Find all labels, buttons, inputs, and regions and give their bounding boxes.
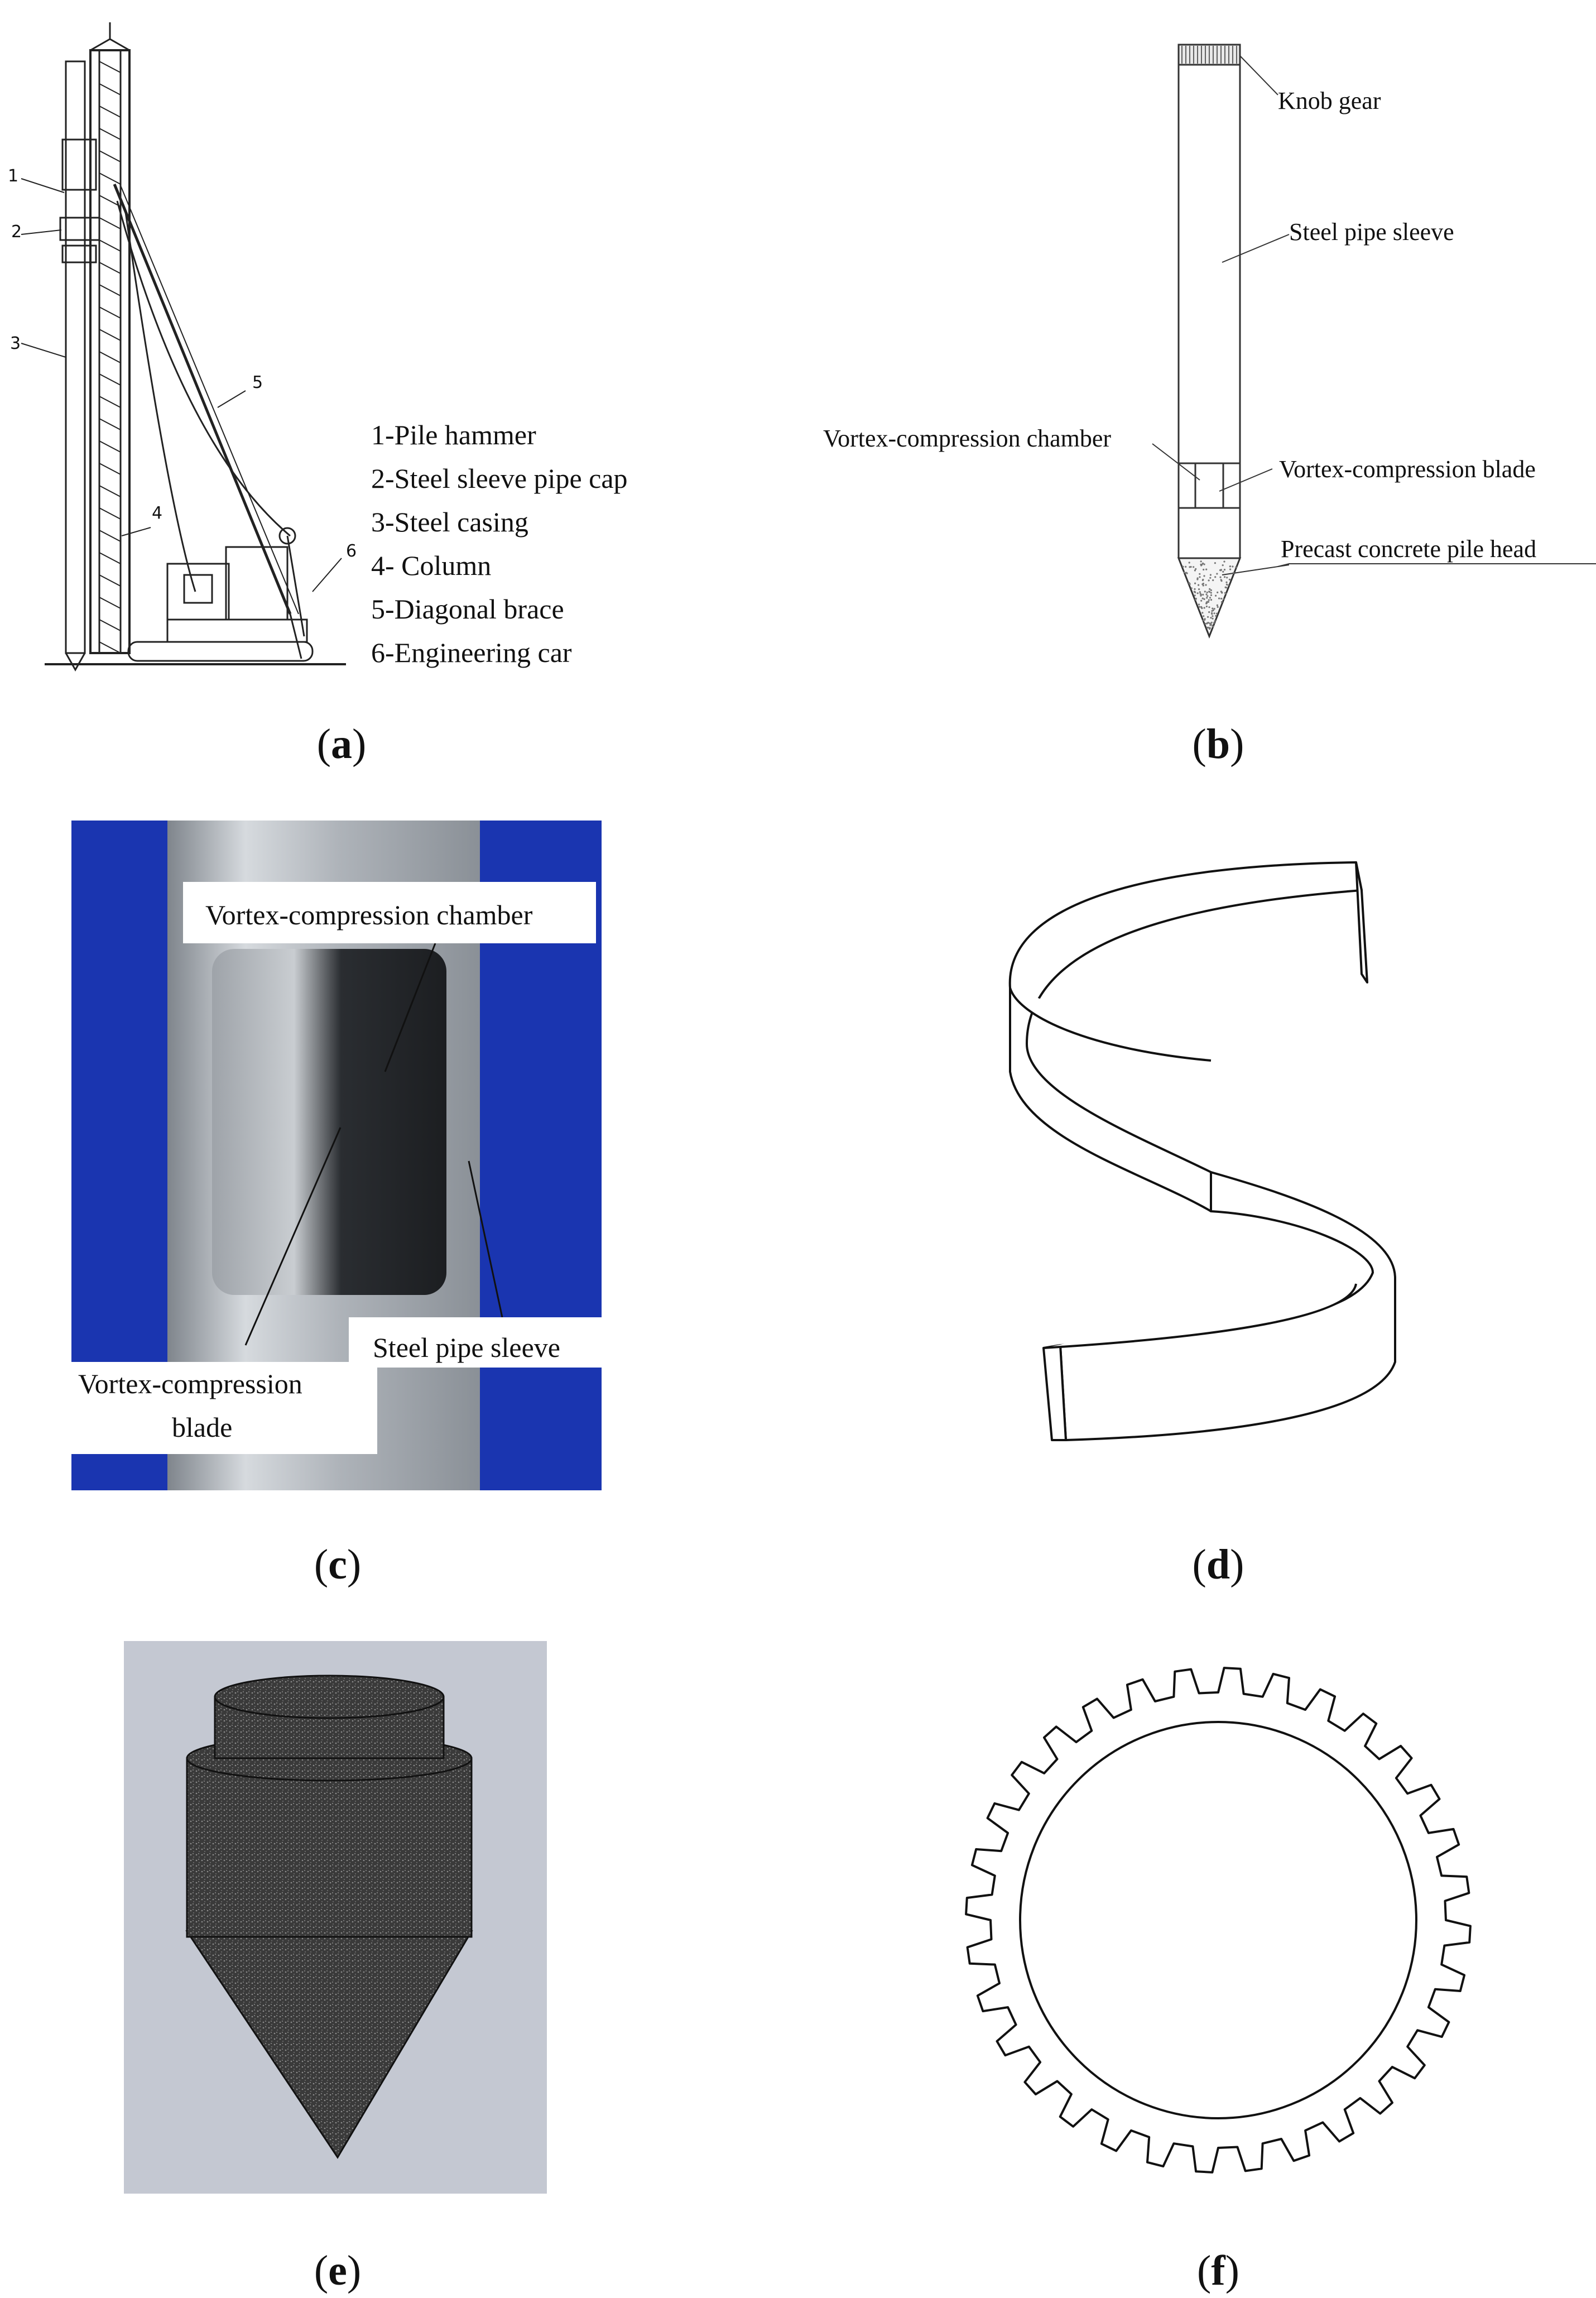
caption-e: (e) xyxy=(314,2247,362,2294)
callout-4: 4 xyxy=(152,503,163,523)
panel-e-pile-head: (e) xyxy=(0,1596,798,2298)
label-box-chamber xyxy=(183,882,596,943)
label-vortex-chamber: Vortex-compression chamber xyxy=(823,425,1112,452)
callout-5: 5 xyxy=(252,373,263,392)
callout-3: 3 xyxy=(10,334,21,353)
label-pile-head: Precast concrete pile head xyxy=(1281,535,1537,563)
caption-c: (c) xyxy=(314,1541,362,1588)
panel-a-legend: 1-Pile hammer 2-Steel sleeve pipe cap 3-… xyxy=(371,419,628,680)
pile-schematic-drawing xyxy=(1152,44,1596,639)
legend-item: 2-Steel sleeve pipe cap xyxy=(371,463,628,494)
callout-2: 2 xyxy=(11,222,22,242)
panel-c-photo: Vortex-compression chamber Steel pipe sl… xyxy=(0,781,798,1596)
callout-6: 6 xyxy=(346,541,357,561)
label-vortex-blade-line1: Vortex-compression xyxy=(78,1368,302,1399)
caption-a: (a) xyxy=(316,721,367,767)
pile-driver-drawing xyxy=(21,22,346,672)
label-vortex-chamber: Vortex-compression chamber xyxy=(205,899,533,930)
label-knob-gear: Knob gear xyxy=(1278,87,1381,114)
callout-1: 1 xyxy=(8,166,19,186)
label-steel-pipe-sleeve: Steel pipe sleeve xyxy=(373,1332,560,1363)
panel-d-blade: (d) xyxy=(798,781,1596,1596)
label-box-sleeve xyxy=(349,1317,602,1368)
label-vortex-blade-line2: blade xyxy=(172,1412,233,1443)
s-blade-drawing xyxy=(1008,861,1396,1441)
caption-d: (d) xyxy=(1192,1541,1244,1588)
legend-item: 3-Steel casing xyxy=(371,506,528,538)
legend-item: 5-Diagonal brace xyxy=(371,593,564,625)
gear-drawing xyxy=(965,1667,1472,2174)
panel-a-pile-driver: 1 2 3 4 5 6 1-Pile hammer 2-Steel sleeve… xyxy=(0,0,798,781)
label-steel-pipe-sleeve: Steel pipe sleeve xyxy=(1289,218,1454,246)
caption-b: (b) xyxy=(1192,721,1244,767)
caption-f: (f) xyxy=(1197,2247,1239,2294)
legend-item: 6-Engineering car xyxy=(371,637,572,668)
legend-item: 4- Column xyxy=(371,550,492,581)
label-vortex-blade: Vortex-compression blade xyxy=(1279,455,1536,483)
panel-b-pile-schematic: Knob gear Steel pipe sleeve Vortex-compr… xyxy=(798,0,1596,781)
label-box-blade xyxy=(71,1362,377,1454)
pile-head-render xyxy=(124,1641,547,2194)
legend-item: 1-Pile hammer xyxy=(371,419,536,450)
panel-f-gear: (f) xyxy=(798,1596,1596,2298)
